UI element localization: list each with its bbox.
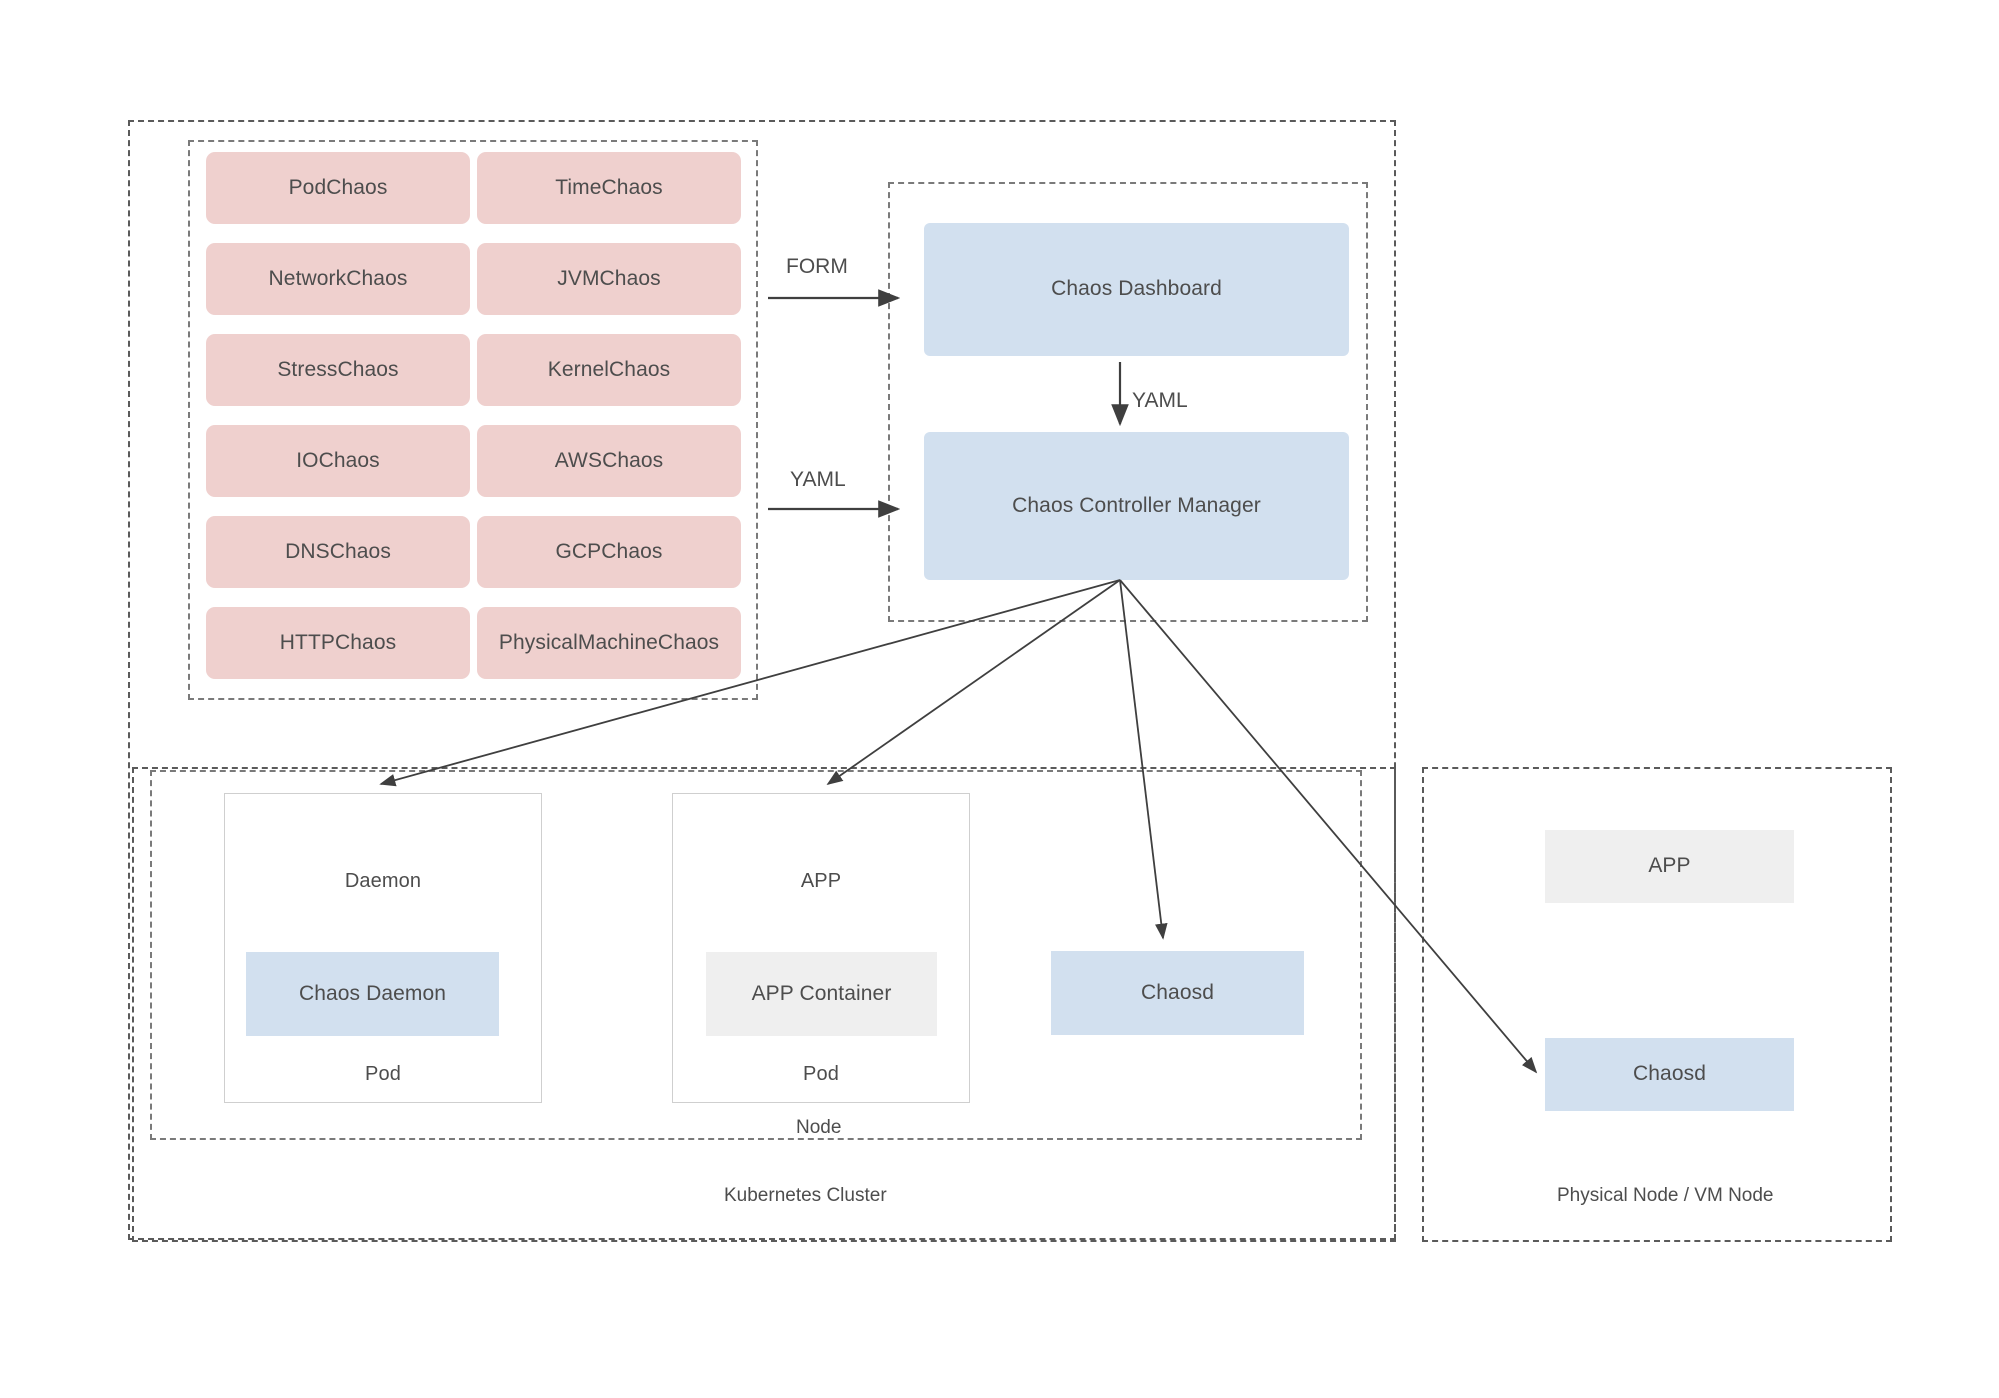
- app-container-label: APP Container: [751, 981, 892, 1005]
- chaos-daemon-label: Chaos Daemon: [298, 981, 447, 1005]
- chaos-daemon-box[interactable]: Chaos Daemon: [246, 952, 499, 1036]
- chaos-type-time-chaos[interactable]: TimeChaos: [477, 152, 741, 224]
- node-caption: Node: [796, 1117, 842, 1138]
- daemon-pod-header: Daemon: [344, 870, 422, 892]
- chaos-dashboard-label: Chaos Dashboard: [1051, 277, 1222, 301]
- chaos-type-label: PhysicalMachineChaos: [498, 630, 720, 654]
- chaos-type-label: IOChaos: [296, 448, 380, 472]
- chaos-type-pod-chaos[interactable]: PodChaos: [206, 152, 470, 224]
- chaos-type-kernel-chaos[interactable]: KernelChaos: [477, 334, 741, 406]
- physical-node-caption: Physical Node / VM Node: [1557, 1185, 1774, 1206]
- chaos-type-network-chaos[interactable]: NetworkChaos: [206, 243, 470, 315]
- chaos-type-label: StressChaos: [277, 357, 399, 381]
- chaos-type-dns-chaos[interactable]: DNSChaos: [206, 516, 470, 588]
- chaos-type-aws-chaos[interactable]: AWSChaos: [477, 425, 741, 497]
- chaos-type-stress-chaos[interactable]: StressChaos: [206, 334, 470, 406]
- chaosd-node-label: Chaosd: [1141, 980, 1214, 1004]
- physical-chaosd-label: Chaosd: [1633, 1062, 1706, 1086]
- daemon-pod-footer: Pod: [365, 1063, 401, 1085]
- app-pod-box[interactable]: APP APP Container Pod: [672, 793, 970, 1103]
- chaos-type-label: JVMChaos: [557, 266, 661, 290]
- chaos-type-label: PodChaos: [288, 175, 388, 199]
- daemon-pod-box[interactable]: Daemon Chaos Daemon Pod: [224, 793, 542, 1103]
- app-pod-footer: Pod: [803, 1063, 839, 1085]
- chaos-controller-manager-box[interactable]: Chaos Controller Manager: [924, 432, 1349, 580]
- internal-edge-label-yaml: YAML: [1132, 389, 1188, 412]
- physical-chaosd-box[interactable]: Chaosd: [1545, 1038, 1794, 1111]
- chaos-type-io-chaos[interactable]: IOChaos: [206, 425, 470, 497]
- chaos-type-http-chaos[interactable]: HTTPChaos: [206, 607, 470, 679]
- chaos-type-label: NetworkChaos: [268, 266, 408, 290]
- chaos-type-label: AWSChaos: [554, 448, 664, 472]
- chaos-type-label: TimeChaos: [555, 175, 663, 199]
- chaos-type-label: DNSChaos: [285, 539, 391, 563]
- chaos-controller-manager-label: Chaos Controller Manager: [1012, 493, 1261, 517]
- chaosd-node-box[interactable]: Chaosd: [1051, 951, 1304, 1035]
- edge-label-form: FORM: [786, 255, 848, 278]
- chaos-type-label: HTTPChaos: [279, 630, 397, 654]
- chaos-type-label: KernelChaos: [547, 357, 671, 381]
- chaos-type-jvm-chaos[interactable]: JVMChaos: [477, 243, 741, 315]
- kubernetes-cluster-caption: Kubernetes Cluster: [724, 1185, 887, 1206]
- app-pod-header: APP: [800, 870, 842, 892]
- chaos-type-label: GCPChaos: [555, 539, 663, 563]
- edge-label-yaml: YAML: [790, 468, 846, 491]
- app-container-box[interactable]: APP Container: [706, 952, 937, 1036]
- chaos-dashboard-box[interactable]: Chaos Dashboard: [924, 223, 1349, 356]
- physical-app-box[interactable]: APP: [1545, 830, 1794, 903]
- chaos-type-gcp-chaos[interactable]: GCPChaos: [477, 516, 741, 588]
- physical-app-label: APP: [1648, 854, 1691, 878]
- chaos-type-physical-machine-chaos[interactable]: PhysicalMachineChaos: [477, 607, 741, 679]
